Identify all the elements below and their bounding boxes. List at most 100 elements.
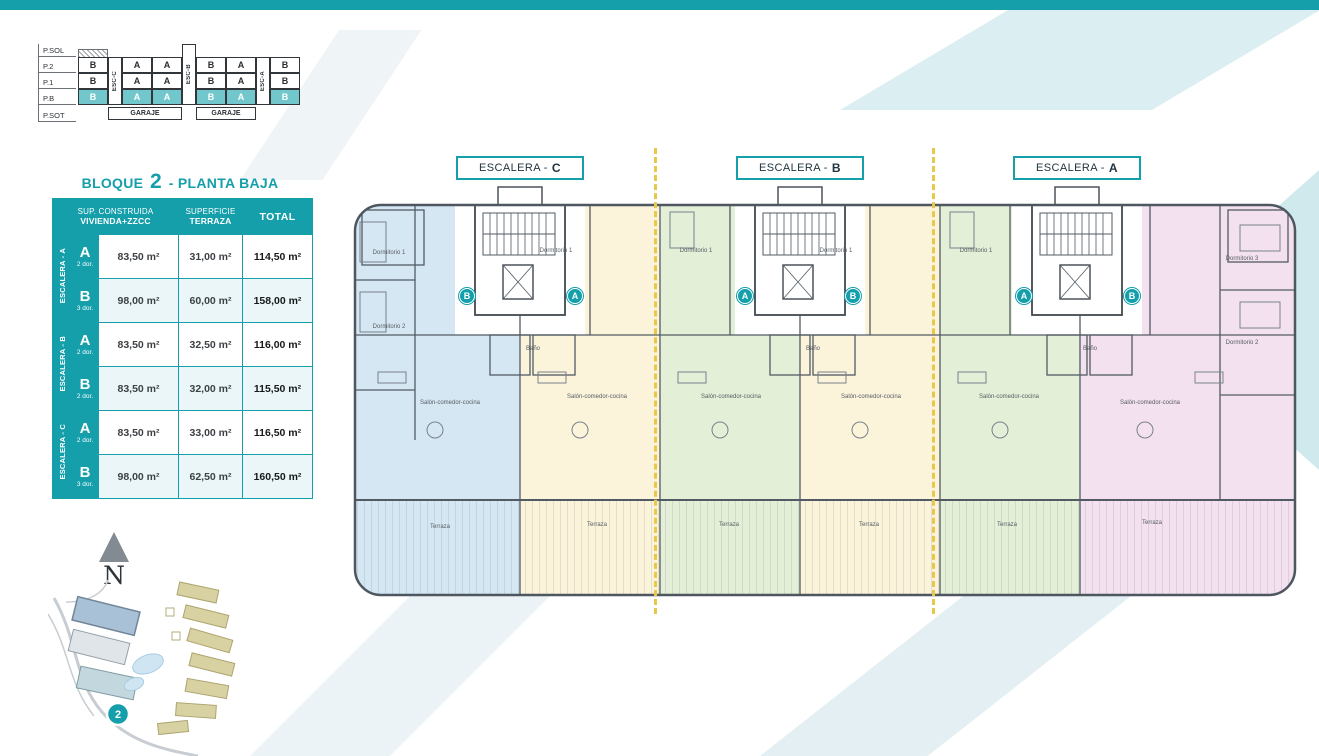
section-grid: ESC-C ESC-B ESC-A B A A B A B B A A B A … xyxy=(78,44,300,122)
floor-label: P.SOT xyxy=(39,105,76,122)
esc-c-tower: ESC-C xyxy=(108,57,122,105)
built-area-value: 98,00 m² xyxy=(98,454,179,499)
room-label-terraza: Terraza xyxy=(718,522,739,528)
garage-cell: GARAJE xyxy=(196,107,256,120)
header-line: VIVIENDA+ZZCC xyxy=(80,216,151,226)
title-number: 2 xyxy=(150,170,162,193)
escalera-header-text: ESCALERA - xyxy=(759,162,828,174)
escalera-a-header: ESCALERA -A xyxy=(1013,156,1141,180)
unit-type-cell: B 3 dor. xyxy=(71,278,99,323)
terrace-area-value: 32,00 m² xyxy=(178,366,243,411)
room-label-salon: Salón-comedor-cocina xyxy=(419,400,481,406)
page-title: BLOQUE 2 - PLANTA BAJA xyxy=(50,170,310,194)
escalera-b-header: ESCALERA -B xyxy=(736,156,864,180)
section-cell-highlight: B xyxy=(270,89,300,105)
room-label-bano: Baño xyxy=(805,346,820,352)
room-label-bano: Baño xyxy=(525,346,540,352)
group-label-escalera-a: ESCALERA - A xyxy=(52,234,72,323)
escalera-header-letter: C xyxy=(551,161,561,175)
room-label-salon: Salón-comedor-cocina xyxy=(700,394,762,400)
interior-walls xyxy=(355,205,1295,595)
terrace-area-value: 62,50 m² xyxy=(178,454,243,499)
road-line xyxy=(48,613,95,717)
room-label-salon: Salón-comedor-cocina xyxy=(840,394,902,400)
section-cell: A xyxy=(152,57,182,73)
section-cell-highlight: A xyxy=(152,89,182,105)
section-cell: B xyxy=(270,57,300,73)
section-cell: B xyxy=(270,73,300,89)
floor-label: P.SOL xyxy=(39,44,76,57)
room-label-dormitorio: Dormitorio 1 xyxy=(679,248,713,254)
section-cell-highlight: A xyxy=(226,89,256,105)
room-label-dormitorio: Dormitorio 1 xyxy=(539,248,573,254)
stair-core-b xyxy=(754,186,846,316)
section-cell: A xyxy=(152,73,182,89)
section-cell: A xyxy=(122,73,152,89)
escalera-header-text: ESCALERA - xyxy=(1036,162,1105,174)
section-cell: B xyxy=(196,73,226,89)
header-sup-construida: SUP. CONSTRUIDA VIVIENDA+ZZCC xyxy=(52,198,179,235)
escalera-c-header: ESCALERA -C xyxy=(456,156,584,180)
total-area-value: 116,50 m² xyxy=(242,410,313,455)
terrace-area-value: 33,00 m² xyxy=(178,410,243,455)
road-line xyxy=(52,597,199,756)
garage-cell: GARAJE xyxy=(108,107,182,120)
room-label-dormitorio: Dormitorio 2 xyxy=(1225,340,1259,346)
floor-label: P.2 xyxy=(39,57,76,73)
unit-type-cell: B 2 dor. xyxy=(71,366,99,411)
esc-a-tower: ESC-A xyxy=(256,57,270,105)
total-area-value: 114,50 m² xyxy=(242,234,313,279)
room-label-terraza: Terraza xyxy=(429,524,450,530)
group-label-escalera-c: ESCALERA - C xyxy=(52,410,72,499)
esc-b-tower: ESC-B xyxy=(182,44,196,105)
neighbor-buildings xyxy=(157,581,236,736)
group-label-escalera-b: ESCALERA - B xyxy=(52,322,72,411)
section-cell-highlight: B xyxy=(196,89,226,105)
section-cell-highlight: B xyxy=(78,89,108,105)
room-label-dormitorio: Dormitorio 3 xyxy=(1225,256,1259,262)
section-cell: A xyxy=(226,57,256,73)
title-rest: - PLANTA BAJA xyxy=(168,175,279,191)
block-building xyxy=(71,595,141,637)
site-location-map: 2 xyxy=(48,580,236,756)
stair-core-c xyxy=(474,186,566,316)
unit-type-cell: A 2 dor. xyxy=(71,322,99,367)
built-area-value: 83,50 m² xyxy=(98,322,179,367)
unit-type-cell: A 2 dor. xyxy=(71,410,99,455)
room-label-bano: Baño xyxy=(1082,346,1097,352)
north-arrow-icon xyxy=(99,532,129,562)
plan-outline xyxy=(353,203,1297,597)
north-letter: N xyxy=(103,561,125,590)
room-label-terraza: Terraza xyxy=(586,522,607,528)
built-area-value: 98,00 m² xyxy=(98,278,179,323)
background-chevron xyxy=(840,10,1319,110)
section-cell: B xyxy=(78,73,108,89)
roof-hatch xyxy=(78,49,108,57)
room-label-dormitorio: Dormitorio 1 xyxy=(372,250,406,256)
block-number-badge xyxy=(105,701,131,727)
section-cell: B xyxy=(196,57,226,73)
pond xyxy=(123,676,145,692)
pond xyxy=(132,653,164,675)
header-superficie-terraza: SUPERFICIE TERRAZA xyxy=(178,198,243,235)
total-area-value: 116,00 m² xyxy=(242,322,313,367)
built-area-value: 83,50 m² xyxy=(98,234,179,279)
room-label-dormitorio: Dormitorio 2 xyxy=(372,324,406,330)
total-area-value: 115,50 m² xyxy=(242,366,313,411)
block-building xyxy=(67,628,131,666)
escalera-header-text: ESCALERA - xyxy=(479,162,548,174)
section-cell-highlight: A xyxy=(122,89,152,105)
escalera-header-letter: B xyxy=(831,161,841,175)
terrace-area-value: 60,00 m² xyxy=(178,278,243,323)
unit-marker: B xyxy=(845,288,861,304)
unit-marker: B xyxy=(1124,288,1140,304)
built-area-value: 83,50 m² xyxy=(98,366,179,411)
top-accent-bar xyxy=(0,0,1319,10)
esc-b-label: ESC-B xyxy=(186,64,192,85)
header-line: TERRAZA xyxy=(189,216,232,226)
room-label-terraza: Terraza xyxy=(996,522,1017,528)
north-compass: N xyxy=(92,532,136,588)
title-word: BLOQUE xyxy=(81,175,144,191)
section-cell: A xyxy=(122,57,152,73)
